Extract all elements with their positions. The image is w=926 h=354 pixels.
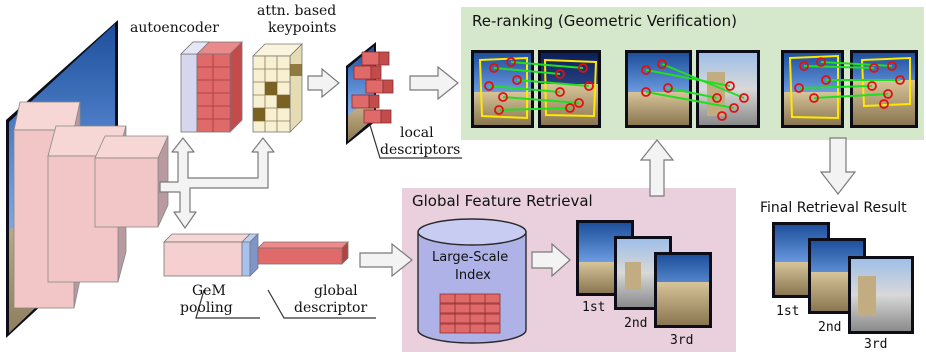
global-descriptor-label-line2: descriptor xyxy=(294,300,368,316)
global-rank-3rd: 3rd xyxy=(670,333,694,348)
local-descriptors-label-line1: local xyxy=(400,125,434,141)
global-descriptor-bar xyxy=(257,241,349,265)
local-descriptor-cubes xyxy=(351,51,394,124)
rerank-pair-1 xyxy=(471,50,601,128)
reranking-title: Re-ranking (Geometric Verification) xyxy=(472,12,737,30)
final-result-3rd xyxy=(848,256,914,334)
final-result-title: Final Retrieval Result xyxy=(760,200,907,216)
label-leader-lines xyxy=(195,124,462,319)
global-rank-2nd: 2nd xyxy=(624,316,648,331)
final-rank-2nd: 2nd xyxy=(818,320,842,335)
arrow-keypoints-to-local xyxy=(307,67,340,99)
arrow-rerank-to-final xyxy=(819,137,857,195)
arrow-results-to-rerank xyxy=(639,139,675,197)
global-result-stack xyxy=(576,220,712,328)
gem-label-line1: GeM xyxy=(192,283,226,299)
local-descriptors-label-line2: descriptors xyxy=(380,142,461,158)
gem-label-line2: pooling xyxy=(180,300,233,316)
global-retrieval-title: Global Feature Retrieval xyxy=(412,192,593,210)
index-descriptor-stack xyxy=(439,293,501,334)
attn-keypoints-label-line1: attn. based xyxy=(257,3,337,19)
final-rank-3rd: 3rd xyxy=(864,337,888,352)
cnn-block-3 xyxy=(94,135,169,228)
branch-arrows xyxy=(159,137,275,229)
rerank-pair-3 xyxy=(781,50,918,128)
global-rank-1st: 1st xyxy=(582,300,606,315)
arrow-index-to-results xyxy=(531,242,571,278)
attn-keypoints-label-line2: keypoints xyxy=(268,20,337,36)
global-result-3rd xyxy=(654,252,712,328)
arrow-local-to-rerank xyxy=(409,65,459,101)
global-descriptor-label-line1: global xyxy=(314,283,358,299)
gem-pooling-block xyxy=(163,233,259,277)
arrow-global-to-index xyxy=(359,242,413,278)
index-label-line2: Index xyxy=(455,268,491,283)
large-scale-index xyxy=(417,218,527,344)
rerank-pair-2 xyxy=(625,50,760,128)
keypoint-attention-block xyxy=(252,43,303,133)
index-label-line1: Large-Scale xyxy=(432,250,509,265)
autoencoder-block xyxy=(180,41,243,133)
final-result-stack xyxy=(772,222,914,334)
autoencoder-label: autoencoder xyxy=(130,20,219,36)
final-rank-1st: 1st xyxy=(776,304,800,319)
